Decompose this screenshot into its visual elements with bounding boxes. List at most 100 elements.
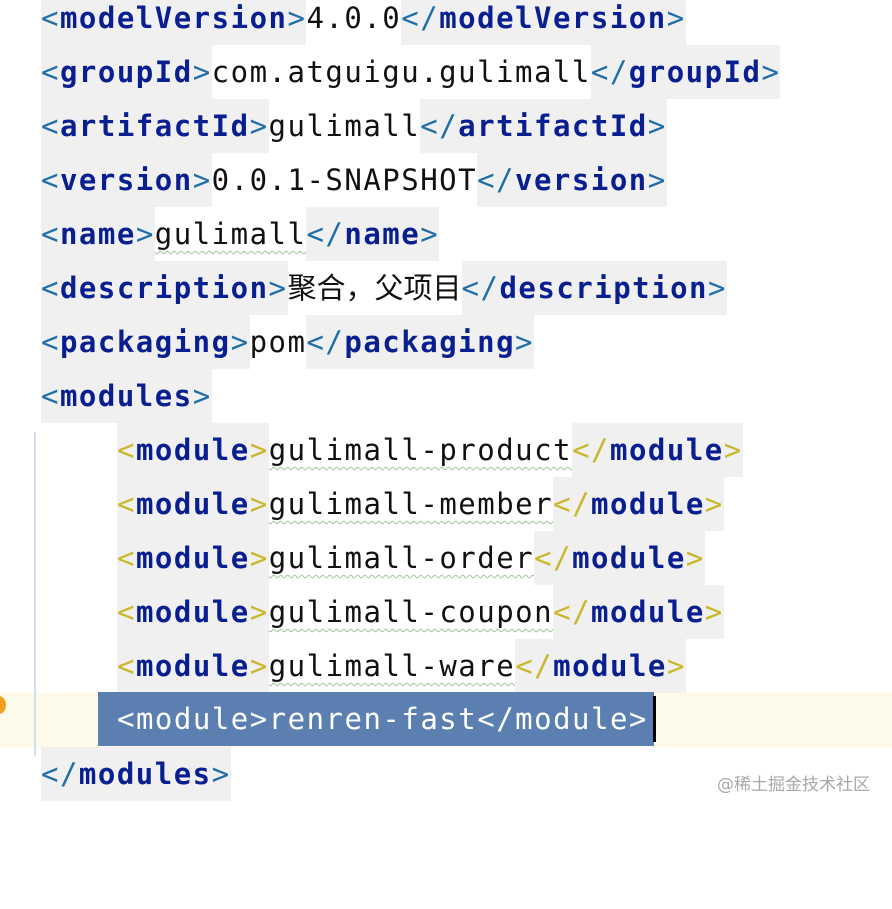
tag-name: module (591, 595, 705, 629)
code-line[interactable]: <module>gulimall-ware</module> (0, 639, 892, 693)
gutter-bulb-icon[interactable] (0, 696, 6, 714)
tag-bracket: > (192, 379, 212, 413)
tag-bracket: > (704, 595, 724, 629)
tag-name: module (135, 541, 250, 575)
code-line[interactable]: <packaging>pom</packaging> (0, 315, 892, 369)
module-name: gulimall-member (268, 487, 554, 521)
tag-name: module (135, 649, 250, 683)
tag-bracket: > (723, 433, 743, 467)
tag-bracket: </ (590, 55, 629, 89)
tag-bracket: > (685, 541, 705, 575)
watermark: @稀土掘金技术社区 (717, 775, 870, 795)
tag-bracket: </ (534, 541, 573, 575)
tag-bracket: > (192, 55, 212, 89)
module-name: gulimall-coupon (268, 595, 554, 629)
tag-name: groupId (628, 55, 762, 89)
tag-name: module (572, 541, 686, 575)
tag-bracket: > (249, 649, 269, 683)
tag-name: modules (78, 757, 212, 791)
tag-name: module (591, 487, 705, 521)
tag-bracket: < (117, 541, 136, 575)
tag-bracket: </ (477, 163, 516, 197)
selected-code-text: <module>renren-fast</module> (117, 702, 648, 736)
tag-bracket: > (249, 487, 269, 521)
tag-bracket: > (249, 541, 269, 575)
tag-value: pom (249, 325, 307, 359)
tag-name: name (59, 217, 136, 251)
tag-bracket: > (211, 757, 231, 791)
tag-value: gulimall (268, 109, 421, 143)
tag-bracket: > (249, 433, 269, 467)
tag-bracket: < (117, 433, 136, 467)
tag-bracket: > (666, 1, 686, 35)
tag-bracket: > (708, 271, 727, 305)
tag-name: groupId (59, 55, 193, 89)
tag-bracket: > (704, 487, 724, 521)
tag-name: module (135, 487, 250, 521)
tag-name: packaging (59, 325, 231, 359)
code-line[interactable]: <groupId>com.atguigu.gulimall</groupId> (0, 45, 892, 99)
tag-bracket: < (41, 217, 60, 251)
code-line[interactable]: <module>gulimall-member</module> (0, 477, 892, 531)
tag-bracket: </ (306, 325, 345, 359)
module-name: gulimall-ware (268, 649, 516, 683)
code-line[interactable]: <modules> (0, 369, 892, 423)
tag-bracket: < (41, 55, 60, 89)
tag-value: 0.0.1-SNAPSHOT (211, 163, 478, 197)
code-line[interactable]: </modules> (0, 747, 892, 801)
tag-name: module (135, 433, 250, 467)
tag-name: modules (59, 379, 193, 413)
tag-bracket: > (647, 109, 667, 143)
tag-name: modelVersion (439, 1, 667, 35)
tag-bracket: </ (401, 1, 440, 35)
text-selection[interactable] (98, 692, 654, 746)
tag-name: artifactId (59, 109, 250, 143)
tag-bracket: > (287, 1, 307, 35)
code-line[interactable]: <module>gulimall-coupon</module> (0, 585, 892, 639)
tag-value: com.atguigu.gulimall (211, 55, 591, 89)
module-name: gulimall-product (268, 433, 573, 467)
tag-bracket: </ (420, 109, 459, 143)
code-line[interactable]: <module>gulimall-order</module> (0, 531, 892, 585)
module-name: gulimall-order (268, 541, 535, 575)
tag-name: module (553, 649, 667, 683)
tag-bracket: > (420, 217, 440, 251)
tag-bracket: < (41, 109, 60, 143)
tag-bracket: < (117, 595, 136, 629)
tag-name: description (499, 271, 708, 305)
code-line[interactable]: <name>gulimall</name> (0, 207, 892, 261)
code-editor[interactable]: <modelVersion>4.0.0</modelVersion> <grou… (0, 0, 892, 801)
tag-bracket: < (117, 649, 136, 683)
tag-value: 4.0.0 (306, 1, 402, 35)
tag-bracket: > (268, 271, 288, 305)
code-line[interactable]: <module>gulimall-product</module> (0, 423, 892, 477)
code-line[interactable]: <description>聚合，父项目</description> (0, 261, 892, 315)
indent-guide (34, 432, 36, 756)
tag-bracket: < (41, 325, 60, 359)
tag-value: gulimall (154, 217, 307, 251)
tag-bracket: </ (553, 487, 592, 521)
tag-name: description (59, 271, 269, 305)
tag-bracket: > (249, 595, 269, 629)
tag-bracket: > (249, 109, 269, 143)
code-line[interactable]: <modelVersion>4.0.0</modelVersion> (0, 0, 892, 45)
tag-name: version (515, 163, 648, 197)
tag-name: artifactId (458, 109, 648, 143)
tag-value: 聚合，父项目 (287, 271, 462, 305)
tag-bracket: </ (306, 217, 345, 251)
tag-bracket: < (41, 163, 60, 197)
tag-name: packaging (344, 325, 516, 359)
tag-bracket: < (117, 487, 136, 521)
tag-bracket: > (761, 55, 781, 89)
code-line[interactable]: <version>0.0.1-SNAPSHOT</version> (0, 153, 892, 207)
tag-bracket: > (515, 325, 534, 359)
tag-bracket: </ (41, 757, 79, 791)
tag-name: modelVersion (59, 1, 288, 35)
code-line[interactable]: <artifactId>gulimall</artifactId> (0, 99, 892, 153)
text-caret (653, 696, 656, 742)
tag-bracket: < (41, 379, 60, 413)
tag-bracket: </ (553, 595, 592, 629)
tag-bracket: < (41, 271, 60, 305)
tag-bracket: > (135, 217, 155, 251)
tag-bracket: </ (461, 271, 500, 305)
